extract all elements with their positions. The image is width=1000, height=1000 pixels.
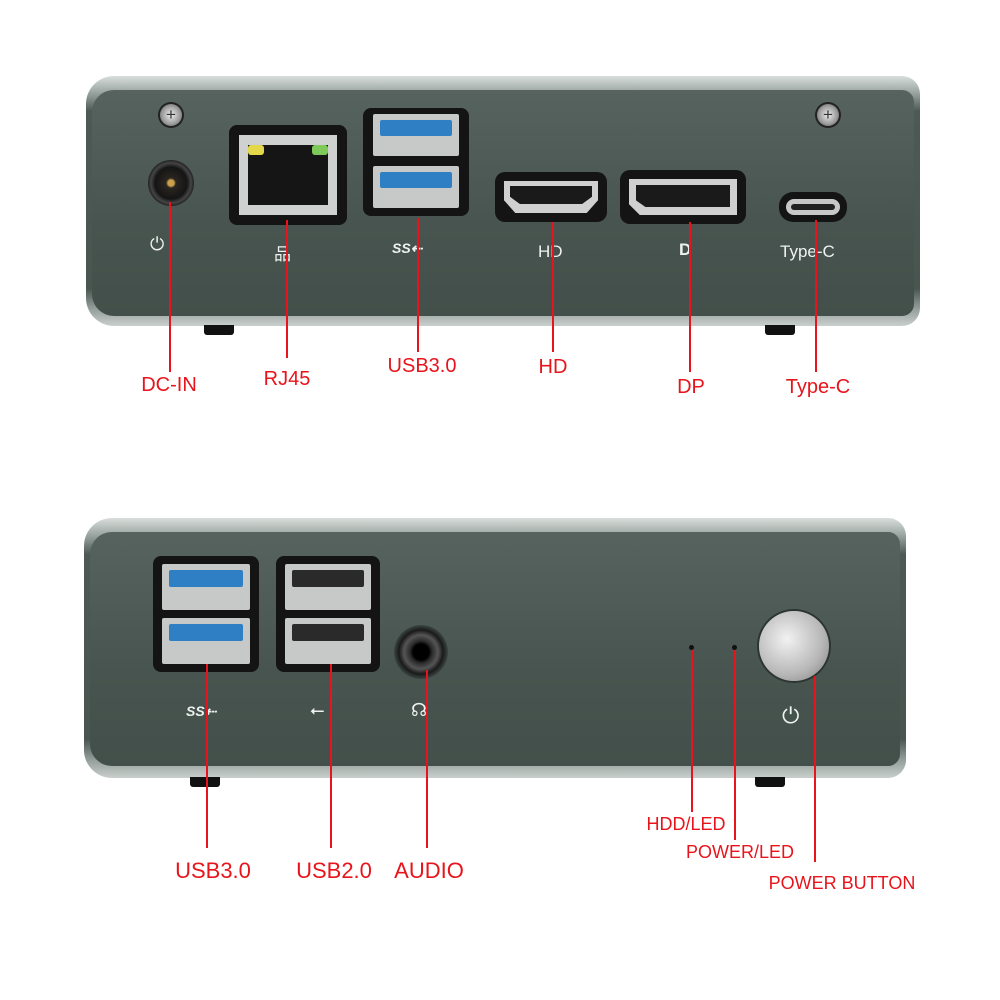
callout-audio: AUDIO: [394, 858, 464, 883]
superspeed-usb-icon: SS⇠: [392, 240, 423, 256]
foot: [204, 325, 234, 335]
hdd-led: [689, 645, 694, 650]
audio-jack: [394, 625, 448, 679]
callout-line: [815, 220, 817, 372]
callout-line: [691, 650, 693, 812]
rj45-port: [229, 125, 347, 225]
usb3-ports: [363, 108, 469, 216]
power-led: [732, 645, 737, 650]
usb-icon: ⭠: [310, 700, 325, 720]
callout-line: [169, 202, 171, 372]
power-icon: ⏻: [782, 703, 800, 728]
callout-line: [552, 222, 554, 352]
foot: [755, 777, 785, 787]
callout-usb3: USB3.0: [175, 858, 251, 883]
usb2-ports: [276, 556, 380, 672]
type-c-marking: Type-C: [780, 242, 835, 261]
foot: [765, 325, 795, 335]
callout-line: [417, 218, 419, 352]
activity-led: [312, 145, 328, 155]
displayport-port: [620, 170, 746, 224]
callout-line: [206, 664, 208, 848]
power-button[interactable]: [759, 611, 829, 681]
callout-dp: DP: [677, 376, 705, 398]
callout-hdd-led: HDD/LED: [646, 814, 726, 834]
network-icon: 品: [274, 245, 291, 264]
dc-in-port: [148, 160, 194, 206]
callout-line: [814, 676, 816, 862]
callout-dc-in: DC-IN: [141, 374, 197, 396]
superspeed-usb-icon: SS⇠: [186, 703, 217, 719]
displayport-icon: D: [679, 240, 692, 259]
callout-type-c: Type-C: [785, 376, 851, 398]
callout-power-button: POWER BUTTON: [768, 873, 916, 893]
callout-usb3: USB3.0: [387, 355, 457, 377]
callout-line: [734, 650, 736, 840]
usb3-ports: [153, 556, 259, 672]
callout-rj45: RJ45: [263, 368, 311, 390]
callout-line: [286, 220, 288, 358]
type-c-port: [779, 192, 847, 222]
link-led: [248, 145, 264, 155]
callout-hd: HD: [538, 356, 568, 378]
hd-marking: HD: [538, 242, 563, 261]
callout-line: [689, 222, 691, 372]
callout-line: [330, 664, 332, 848]
hdmi-port: [495, 172, 607, 222]
callout-usb2: USB2.0: [296, 858, 372, 883]
headset-icon: ☊: [411, 700, 427, 720]
power-plug-icon: ⏻: [150, 234, 165, 254]
screw-icon: [160, 104, 182, 126]
callout-power-led: POWER/LED: [685, 842, 795, 862]
screw-icon: [817, 104, 839, 126]
foot: [190, 777, 220, 787]
callout-line: [426, 670, 428, 848]
